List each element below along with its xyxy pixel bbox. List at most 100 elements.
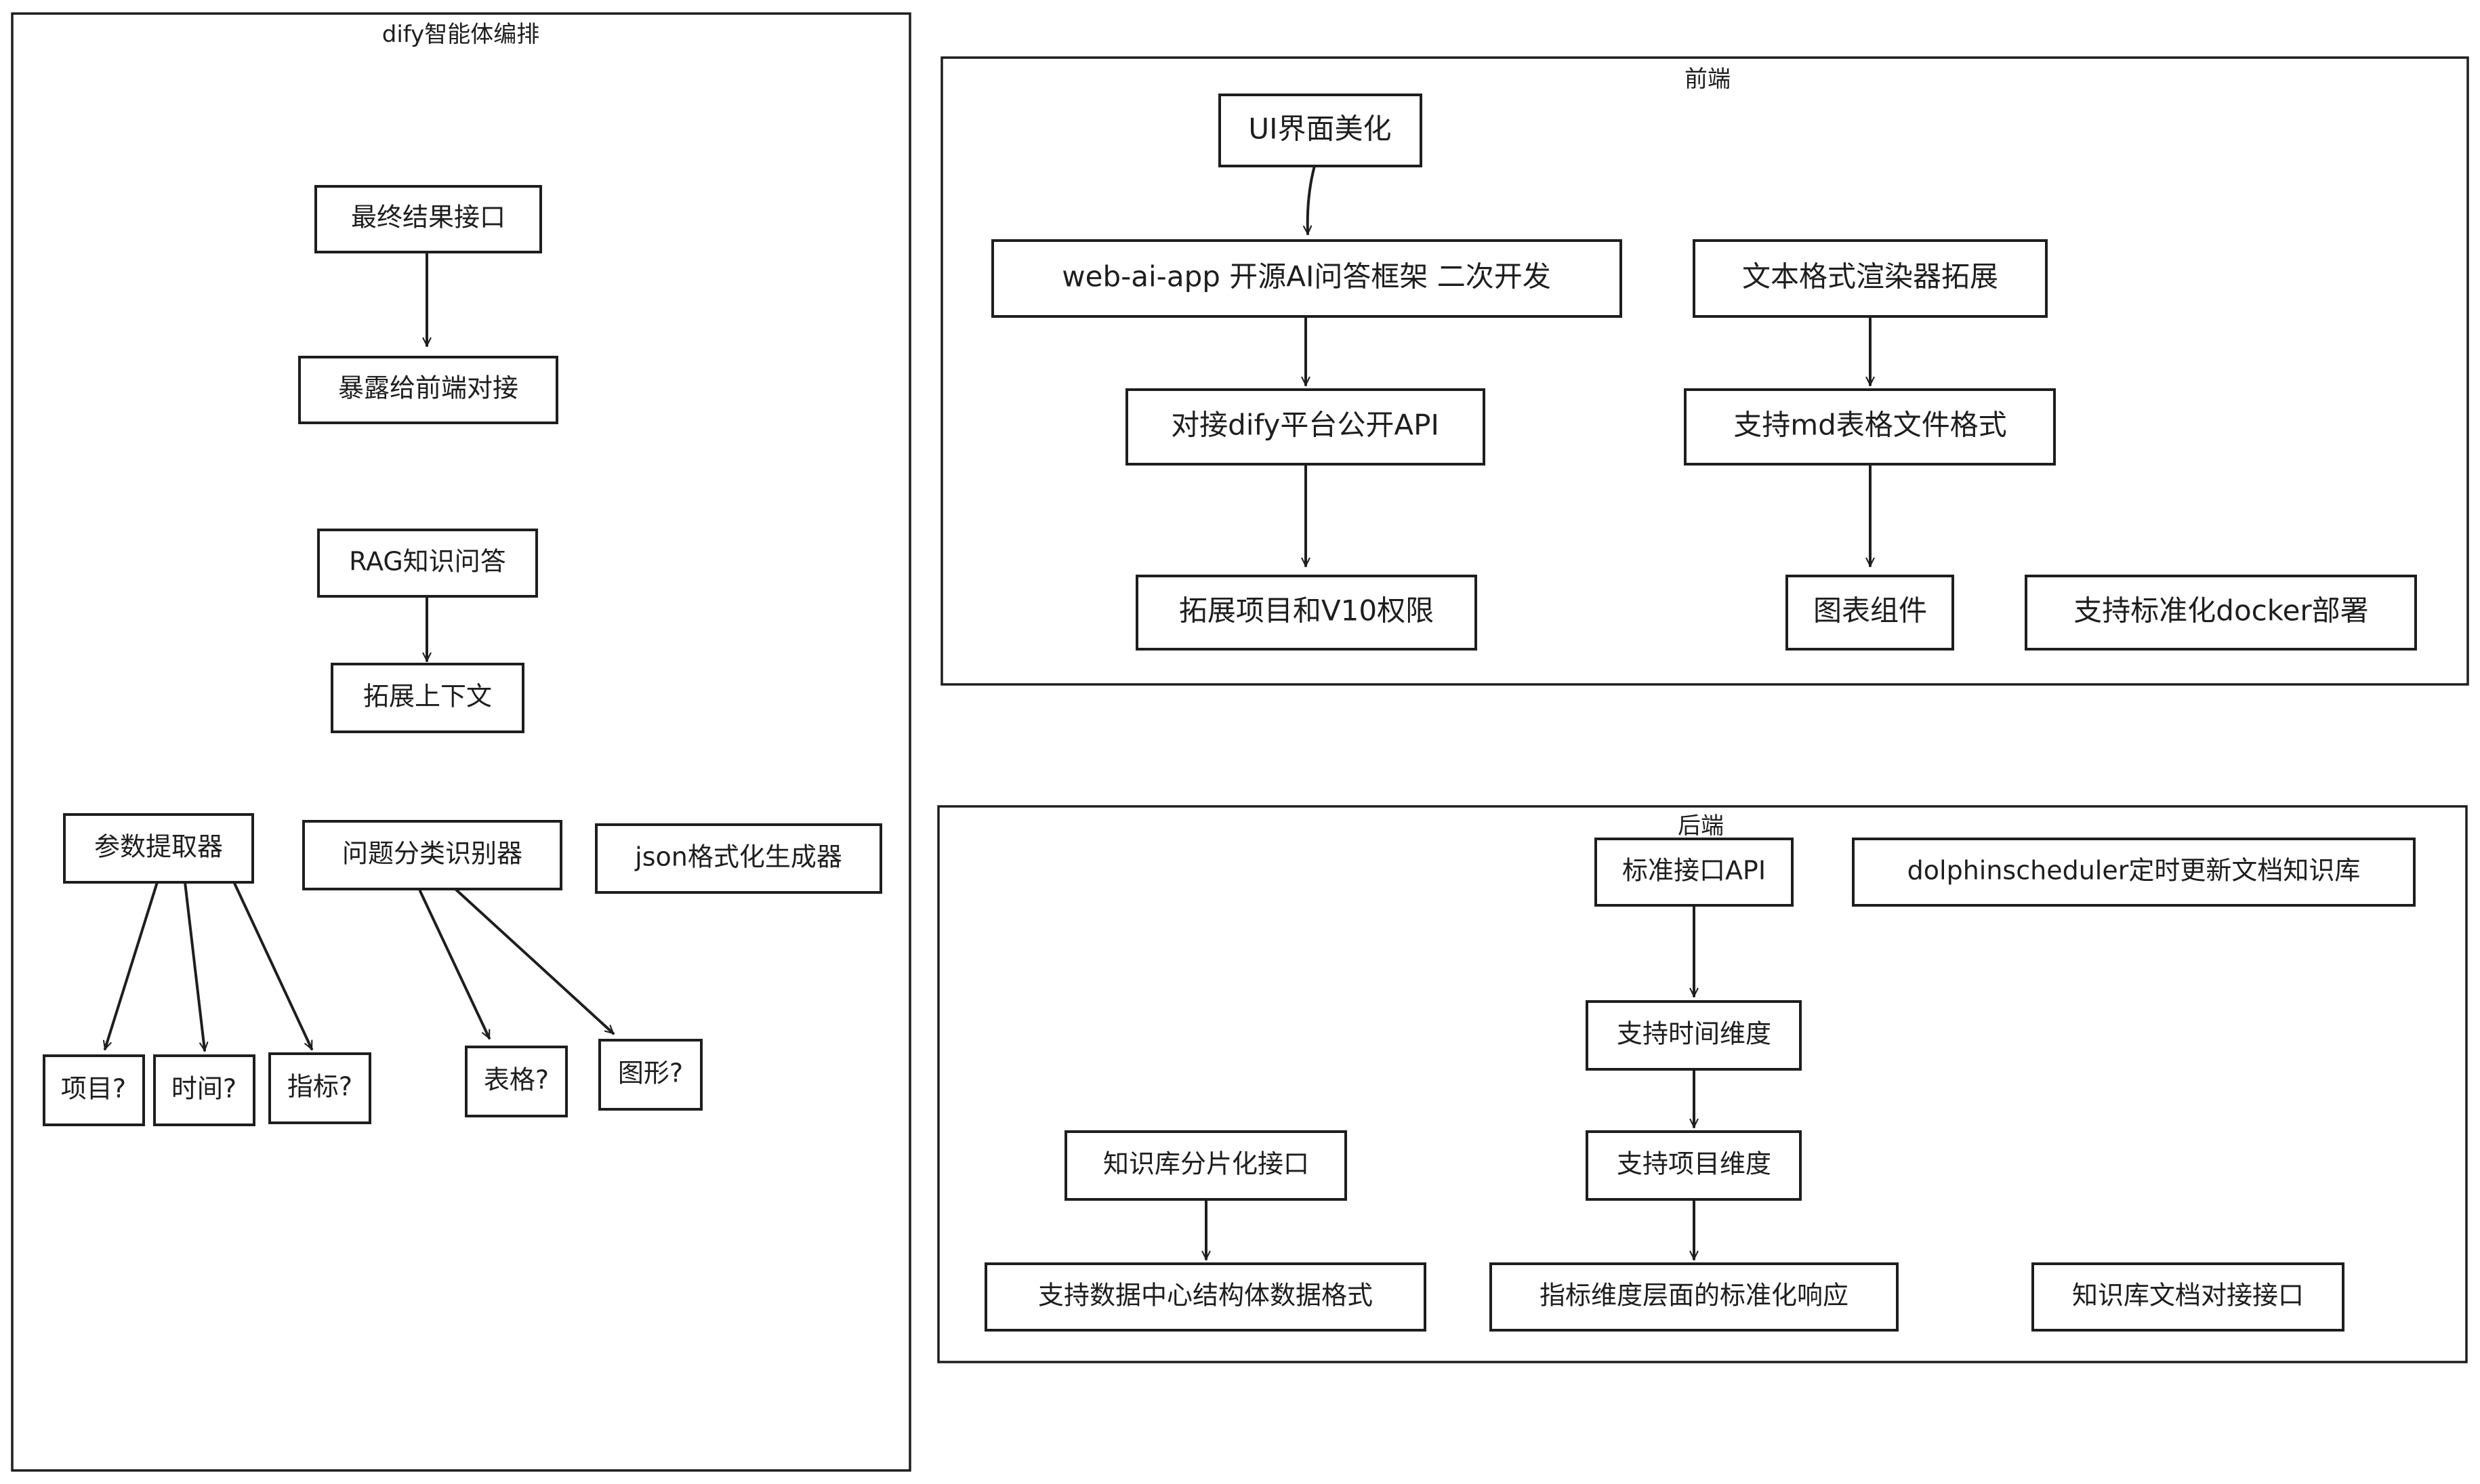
node-graph-q: 图形?: [598, 1039, 703, 1111]
backend-frame-title: 后端: [1678, 812, 1724, 840]
node-rag-qa: RAG知识问答: [317, 529, 538, 598]
dify-frame-border: [11, 12, 911, 1472]
node-indicator-q: 指标?: [268, 1052, 371, 1124]
node-indicator-response-label: 指标维度层面的标准化响应: [1539, 1281, 1848, 1311]
node-project-dimension: 支持项目维度: [1586, 1130, 1802, 1201]
backend-frame-border: [937, 805, 2468, 1363]
node-extend-v10: 拓展项目和V10权限: [1136, 575, 1477, 651]
node-docker-deploy: 支持标准化docker部署: [2025, 575, 2417, 651]
node-final-api: 最终结果接口: [314, 185, 542, 253]
node-time-q-label: 时间?: [171, 1074, 236, 1104]
node-ui-beautify-box: [1218, 94, 1422, 167]
frontend-frame-title: 前端: [1685, 66, 1731, 93]
node-indicator-q-label: 指标?: [287, 1072, 352, 1102]
node-standard-api: 标准接口API: [1594, 838, 1794, 907]
node-kb-chunk-api: 知识库分片化接口: [1065, 1130, 1347, 1201]
node-web-ai-app-box: [991, 239, 1622, 318]
node-expose-frontend-box: [298, 356, 558, 424]
node-text-renderer-label: 文本格式渲染器拓展: [1742, 260, 1998, 293]
frontend-frame-border: [941, 56, 2469, 686]
node-md-table-box: [1684, 388, 2056, 466]
node-project-dimension-box: [1586, 1130, 1802, 1201]
edge-param-to-project: [102, 881, 159, 1050]
edge-ui-to-webaiapp: [1302, 165, 1316, 235]
node-param-extractor-box: [63, 813, 254, 884]
node-extend-context-box: [331, 663, 524, 733]
node-final-api-box: [314, 185, 542, 253]
node-graph-q-box: [598, 1039, 703, 1111]
node-dify-public-api-box: [1125, 388, 1485, 466]
node-indicator-response: 指标维度层面的标准化响应: [1489, 1262, 1899, 1332]
node-data-center-format: 支持数据中心结构体数据格式: [985, 1262, 1426, 1332]
node-question-classifier-label: 问题分类识别器: [342, 839, 522, 869]
node-indicator-response-box: [1489, 1262, 1899, 1332]
node-dolphinscheduler: dolphinscheduler定时更新文档知识库: [1852, 838, 2416, 907]
node-project-q-label: 项目?: [61, 1074, 126, 1104]
edge-ui-to-webaiapp-arrow: [1302, 165, 1316, 235]
node-docker-deploy-label: 支持标准化docker部署: [2073, 594, 2368, 627]
node-extend-v10-label: 拓展项目和V10权限: [1179, 594, 1434, 627]
node-chart-component-box: [1785, 575, 1954, 651]
edge-classifier-to-graph-arrow: [454, 888, 615, 1035]
node-expose-frontend-label: 暴露给前端对接: [338, 373, 518, 403]
node-data-center-format-label: 支持数据中心结构体数据格式: [1038, 1281, 1373, 1311]
node-question-classifier: 问题分类识别器: [302, 820, 562, 890]
node-extend-context-label: 拓展上下文: [363, 682, 492, 712]
node-ui-beautify-label: UI界面美化: [1248, 112, 1391, 146]
node-param-extractor: 参数提取器: [63, 813, 254, 884]
node-indicator-q-box: [268, 1052, 371, 1124]
node-table-q-label: 表格?: [484, 1065, 549, 1095]
edge-classifier-to-table: [419, 890, 491, 1039]
node-time-dimension-label: 支持时间维度: [1617, 1019, 1771, 1049]
node-kb-chunk-api-label: 知识库分片化接口: [1103, 1149, 1309, 1179]
node-time-q: 时间?: [153, 1054, 255, 1126]
node-time-dimension-box: [1586, 1000, 1802, 1071]
node-kb-doc-api-box: [2031, 1262, 2344, 1332]
node-project-dimension-label: 支持项目维度: [1617, 1149, 1771, 1179]
dify-frame: dify智能体编排: [11, 12, 911, 1472]
node-table-q-box: [465, 1046, 568, 1117]
node-final-api-label: 最终结果接口: [351, 203, 505, 232]
node-dolphinscheduler-box: [1852, 838, 2416, 907]
node-project-q-box: [43, 1054, 145, 1126]
edge-classifier-to-table-arrow: [419, 890, 491, 1039]
node-dolphinscheduler-label: dolphinscheduler定时更新文档知识库: [1907, 856, 2361, 886]
node-kb-doc-api-label: 知识库文档对接接口: [2072, 1281, 2304, 1311]
backend-frame: 后端: [937, 805, 2468, 1363]
node-time-dimension: 支持时间维度: [1586, 1000, 1802, 1071]
edge-param-to-project-arrow: [102, 881, 159, 1050]
node-kb-chunk-api-box: [1065, 1130, 1347, 1201]
node-dify-public-api-label: 对接dify平台公开API: [1171, 409, 1439, 442]
edge-param-to-indicator-arrow: [231, 878, 313, 1050]
node-json-generator: json格式化生成器: [595, 823, 882, 894]
node-dify-public-api: 对接dify平台公开API: [1125, 388, 1485, 466]
edge-classifier-to-graph: [454, 888, 615, 1035]
edge-param-to-indicator: [231, 878, 313, 1050]
node-graph-q-label: 图形?: [618, 1058, 683, 1088]
node-json-generator-box: [595, 823, 882, 894]
node-text-renderer-box: [1693, 239, 2048, 318]
node-data-center-format-box: [985, 1262, 1426, 1332]
node-json-generator-label: json格式化生成器: [634, 842, 842, 872]
node-extend-context: 拓展上下文: [331, 663, 524, 733]
node-rag-qa-box: [317, 529, 538, 598]
node-expose-frontend: 暴露给前端对接: [298, 356, 558, 424]
frontend-frame: 前端: [941, 56, 2469, 686]
node-question-classifier-box: [302, 820, 562, 890]
node-rag-qa-label: RAG知识问答: [349, 547, 506, 577]
node-extend-v10-box: [1136, 575, 1477, 651]
edge-param-to-time-arrow: [184, 881, 209, 1052]
node-standard-api-box: [1594, 838, 1794, 907]
node-time-q-box: [153, 1054, 255, 1126]
node-web-ai-app: web-ai-app 开源AI问答框架 二次开发: [991, 239, 1622, 318]
node-text-renderer: 文本格式渲染器拓展: [1693, 239, 2048, 318]
node-ui-beautify: UI界面美化: [1218, 94, 1422, 167]
node-md-table-label: 支持md表格文件格式: [1733, 409, 2007, 442]
dify-frame-title: dify智能体编排: [382, 21, 540, 48]
node-chart-component: 图表组件: [1785, 575, 1954, 651]
node-md-table: 支持md表格文件格式: [1684, 388, 2056, 466]
node-param-extractor-label: 参数提取器: [94, 832, 223, 862]
node-kb-doc-api: 知识库文档对接接口: [2031, 1262, 2344, 1332]
